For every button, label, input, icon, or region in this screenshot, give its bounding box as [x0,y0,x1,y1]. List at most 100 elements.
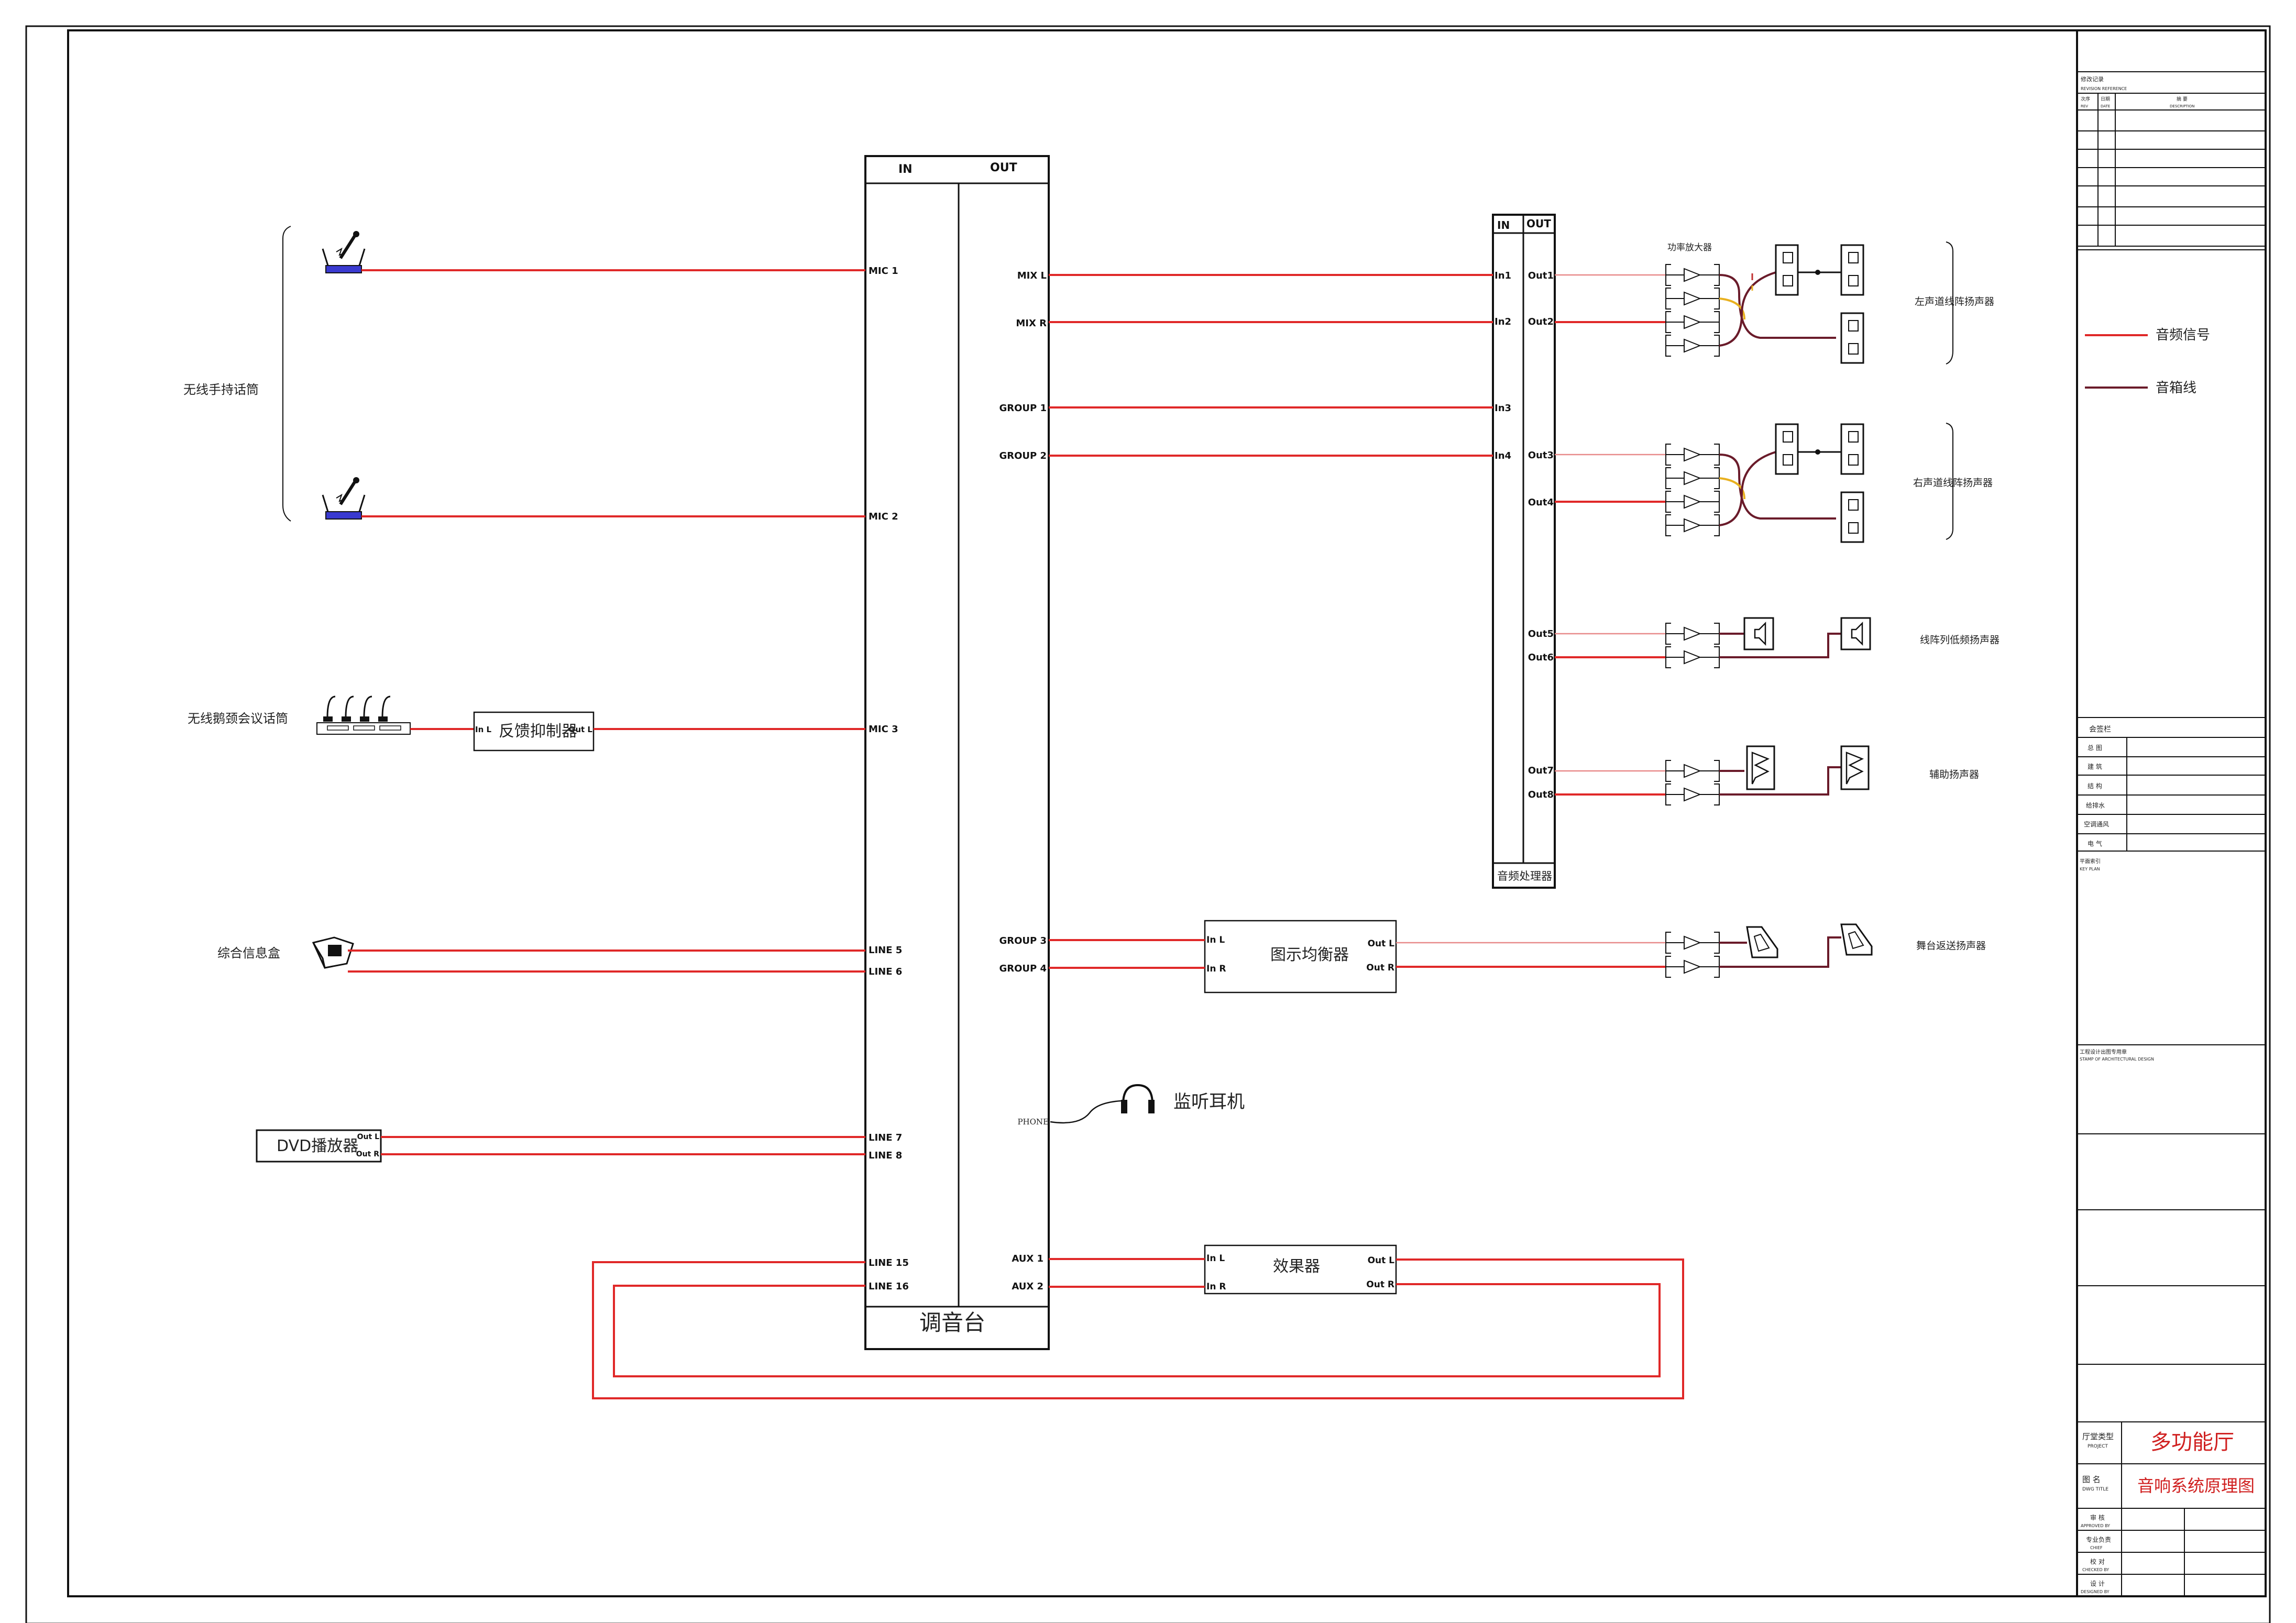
feedback-suppressor-label: 反馈抑制器 [499,722,577,741]
processor-out3: Out3 [1528,450,1554,461]
effects-box [1204,1244,1397,1295]
left-array-speaker-2-icon [1840,244,1864,296]
sign-header: 会签栏 [2089,725,2111,734]
dvd-out-l-label: Out L [357,1133,379,1141]
left-line-array-label: 左声道线阵扬声器 [1915,296,1994,307]
fx-out-l-label: Out L [1368,1255,1395,1266]
effects-label: 效果器 [1273,1257,1320,1276]
title-block: 修改记录 REVISION REFERENCE 次序 REV 日期 DATE 摘… [2076,30,2266,1596]
auxiliary-speaker-2-icon [1840,745,1870,790]
revision-desc-en: DESCRIPTION [2170,104,2194,108]
subwoofer-1-icon [1743,617,1774,650]
wireless-handheld-label: 无线手持话筒 [183,382,259,397]
feedback-in-label: In L [475,725,491,734]
effects-group: In L In R Out L Out R 效果器 [592,1244,1684,1399]
drawing-value: 音响系统原理图 [2137,1476,2255,1496]
auxiliary-speaker-1-icon [1746,745,1775,790]
right-line-array-group: 右声道线阵扬声器 [1555,423,1993,543]
drawing-label-en: DWG TITLE [2082,1487,2108,1492]
processor-out5: Out5 [1528,628,1554,639]
sign-row-hvac: 空调通风 [2084,821,2109,828]
role-approved-en: APPROVED BY [2081,1523,2110,1528]
audio-processor: IN OUT 音频处理器 In1 In2 In3 In4 Out1 Out2 O… [1492,214,1556,889]
feedback-suppressor-box [473,711,595,752]
role-checked-cn: 校 对 [2090,1558,2105,1565]
stamp-cn: 工程设计出图专用章 [2080,1048,2127,1055]
processor-in3: In3 [1495,403,1511,414]
dvd-out-r-label: Out R [356,1150,379,1158]
feedback-out-label: Out L [569,725,593,734]
stamp-en: STAMP OF ARCHITECTURAL DESIGN [2080,1057,2154,1062]
dvd-group: DVD播放器 Out L Out R [256,1129,865,1163]
right-array-speaker-1-icon [1775,423,1799,475]
revision-date-cn: 日期 [2101,96,2110,102]
outer-frame [25,25,2271,1623]
wireless-receiver-1-icon [322,231,366,273]
role-checked-en: CHECKED BY [2082,1567,2109,1572]
stage-monitor-2-icon [1840,923,1873,956]
mixer-out-header: OUT [990,161,1017,174]
subwoofer-2-icon [1840,617,1871,650]
legend-audio-label: 音频信号 [2156,327,2210,343]
mixer-in-line16: LINE 16 [869,1281,909,1292]
wireless-handheld-group: 无线手持话筒 [183,226,865,522]
mixer-out-phone: PHONE [1017,1117,1049,1127]
project-label-cn: 厅堂类型 [2082,1432,2114,1441]
key-plan-en: KEY PLAN [2080,867,2100,871]
geq-out-r-label: Out R [1366,963,1394,973]
conference-mic-icon [316,695,411,735]
left-array-speaker-3-icon [1840,312,1864,364]
inner-frame [67,29,2267,1597]
role-designed-cn: 设 计 [2090,1580,2105,1587]
fx-out-r-label: Out R [1366,1279,1394,1290]
geq-in-l-label: In L [1206,935,1225,945]
role-approved-cn: 审 核 [2090,1514,2105,1521]
processor-in1: In1 [1495,270,1511,281]
processor-in-header: IN [1497,219,1510,231]
geq-out-l-label: Out L [1368,939,1395,949]
dvd-player-box [256,1129,382,1163]
revision-title-en: REVISION REFERENCE [2081,86,2127,91]
processor-in2: In2 [1495,316,1511,327]
legend-speaker-label: 音箱线 [2156,380,2196,396]
stage-monitor-group: 舞台返送扬声器 [1665,923,1986,978]
fx-in-r-label: In R [1206,1282,1226,1292]
geq-label: 图示均衡器 [1270,946,1349,964]
headphones-label: 监听耳机 [1173,1091,1245,1112]
subwoofer-label: 线阵列低频扬声器 [1920,634,2000,646]
geq-group: In L In R Out L Out R 图示均衡器 [1049,920,1666,993]
mixer-in-line5: LINE 5 [869,945,902,956]
sign-row-general: 总 图 [2088,744,2102,752]
auxiliary-speaker-label: 辅助扬声器 [1929,769,1979,780]
role-designed-en: DESIGNED BY [2081,1589,2110,1594]
revision-no-en: REV [2081,104,2088,108]
right-array-speaker-2-icon [1840,423,1864,475]
mixer-out-group4: GROUP 4 [999,963,1047,974]
auxiliary-speaker-group: 辅助扬声器 [1555,745,1979,805]
project-label-en: PROJECT [2088,1444,2108,1449]
right-line-array-label: 右声道线阵扬声器 [1913,477,1993,489]
geq-in-r-label: In R [1206,964,1226,974]
headphones-group: 监听耳机 [1050,1084,1245,1124]
fx-in-l-label: In L [1206,1253,1225,1264]
mixer-out-mixl: MIX L [1017,270,1047,281]
mixer-out-group1: GROUP 1 [999,403,1047,414]
sign-row-electrical: 电 气 [2088,840,2102,847]
revision-date-en: DATE [2101,104,2110,108]
info-box-icon [312,936,354,969]
processor-out-header: OUT [1526,217,1551,230]
conference-mic-label: 无线鹅颈会议话筒 [188,711,288,726]
key-plan-cn: 平面索引 [2080,858,2101,865]
sign-row-architecture: 建 筑 [2088,763,2102,770]
drawing-label-cn: 图 名 [2082,1475,2101,1484]
mixer-console: IN OUT 调音台 MIC 1 MIC 2 MIC 3 LINE 5 LINE… [864,155,1050,1350]
processor-out2: Out2 [1528,316,1554,327]
mixer-out-aux2: AUX 2 [1012,1281,1043,1292]
mixer-in-mic2: MIC 2 [869,511,898,522]
geq-box [1204,920,1397,993]
left-line-array-group: 左声道线阵扬声器 [1555,241,1994,365]
mixer-in-line6: LINE 6 [869,966,902,977]
mixer-in-mic1: MIC 1 [869,266,898,277]
legend: 音频信号 音箱线 [2085,327,2210,396]
sign-row-plumbing: 给排水 [2086,802,2105,809]
